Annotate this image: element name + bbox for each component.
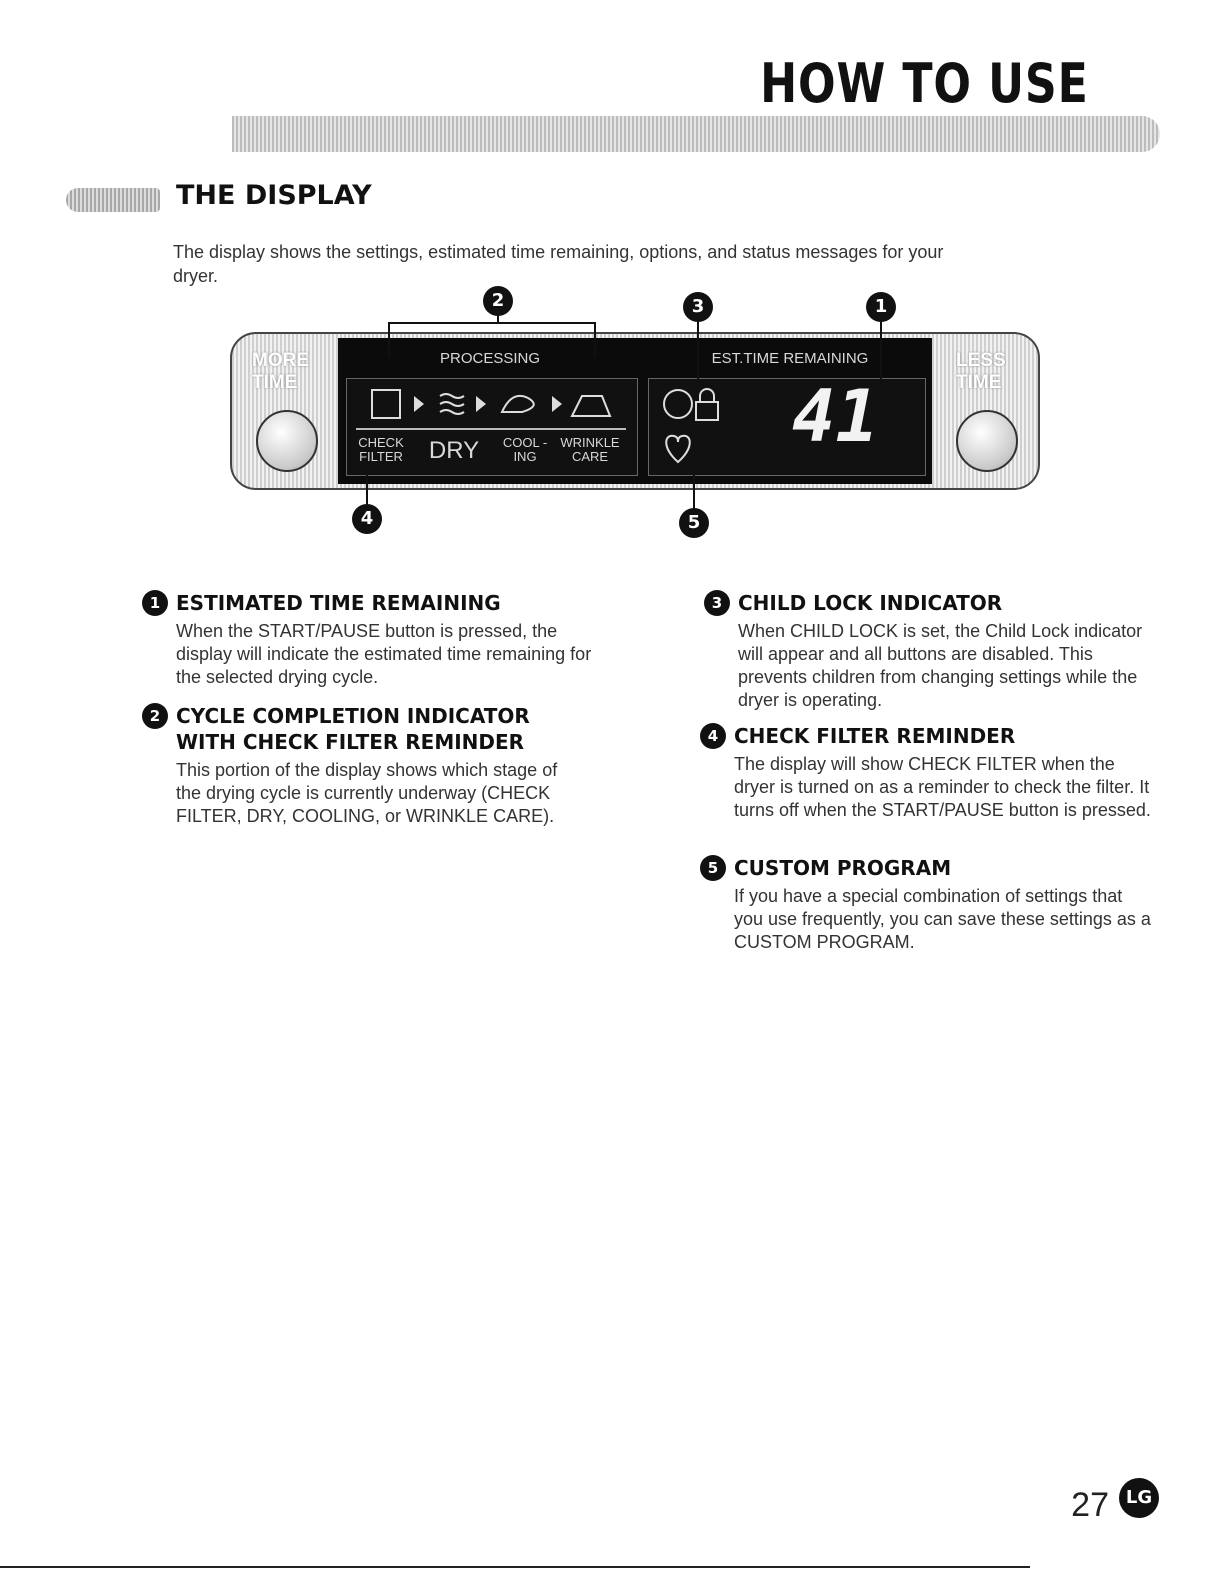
section-title: THE DISPLAY: [176, 180, 372, 211]
item-title: CUSTOM PROGRAM: [734, 856, 952, 880]
less-time-label: LESS TIME: [956, 350, 1006, 393]
filter-icon: [371, 389, 401, 419]
cooling-label: COOL -ING: [502, 435, 548, 464]
callout-4: 4: [352, 504, 382, 534]
item-title: CHILD LOCK INDICATOR: [738, 591, 1003, 615]
arrow-icon: [414, 396, 424, 412]
callout-5: 5: [679, 508, 709, 538]
dry-wave-icon: [439, 393, 465, 415]
est-time-label: EST.TIME REMAINING: [711, 350, 869, 367]
footer-rule: [0, 1566, 1030, 1568]
item-title: ESTIMATED TIME REMAINING: [176, 591, 501, 615]
arrow-icon: [552, 396, 562, 412]
callout-3: 3: [683, 292, 713, 322]
callout-2: 2: [483, 286, 513, 316]
processing-label: PROCESSING: [439, 350, 541, 367]
item-number: 5: [700, 855, 726, 881]
item-custom-program: 5 CUSTOM PROGRAM If you have a special c…: [700, 855, 1154, 954]
check-filter-label: CHECK FILTER: [358, 435, 404, 464]
callout-1: 1: [866, 292, 896, 322]
intro-text: The display shows the settings, estimate…: [173, 242, 944, 286]
item-title: CHECK FILTER REMINDER: [734, 724, 1016, 748]
time-digits: 41: [792, 374, 879, 458]
item-title: CYCLE COMPLETION INDICATOR WITH CHECK FI…: [176, 704, 530, 754]
callout-2-bracket: [388, 322, 596, 324]
item-number: 4: [700, 723, 726, 749]
arrow-icon: [476, 396, 486, 412]
item-body: When the START/PAUSE button is pressed, …: [176, 621, 592, 687]
lock-icon: [695, 401, 719, 421]
cooling-icon: [500, 394, 535, 413]
item-body: When CHILD LOCK is set, the Child Lock i…: [738, 621, 1143, 710]
item-child-lock: 3 CHILD LOCK INDICATOR When CHILD LOCK i…: [704, 590, 1158, 712]
item-body: The display will show CHECK FILTER when …: [734, 754, 1151, 820]
item-body: This portion of the display shows which …: [176, 760, 558, 826]
more-time-knob: [256, 410, 318, 472]
lg-logo-icon: LG: [1119, 1478, 1159, 1518]
dry-label: DRY: [428, 437, 480, 464]
item-number: 3: [704, 590, 730, 616]
page-number: 27: [1071, 1486, 1109, 1524]
lcd-divider: [356, 428, 626, 430]
item-cycle-completion: 2 CYCLE COMPLETION INDICATOR WITH CHECK …: [142, 703, 596, 828]
page-header-title: HOW TO USE: [760, 52, 1089, 115]
wrinkle-care-icon: [570, 395, 612, 417]
wrinkle-care-label: WRINKLE CARE: [560, 435, 620, 464]
cycle-stage-icons: [371, 389, 612, 419]
heart-icon: [665, 434, 691, 464]
item-body: If you have a special combination of set…: [734, 886, 1151, 952]
time-section: [648, 378, 926, 476]
item-number: 1: [142, 590, 168, 616]
header-bar: [232, 116, 1160, 152]
item-number: 2: [142, 703, 168, 729]
item-check-filter: 4 CHECK FILTER REMINDER The display will…: [700, 723, 1154, 822]
cycle-indicator-section: [346, 378, 638, 476]
more-time-label: MORE TIME: [252, 350, 309, 393]
section-marker: [66, 188, 160, 212]
child-lock-icons: [663, 388, 719, 464]
item-estimated-time: 1 ESTIMATED TIME REMAINING When the STAR…: [142, 590, 596, 689]
less-time-knob: [956, 410, 1018, 472]
child-face-icon: [663, 389, 693, 419]
